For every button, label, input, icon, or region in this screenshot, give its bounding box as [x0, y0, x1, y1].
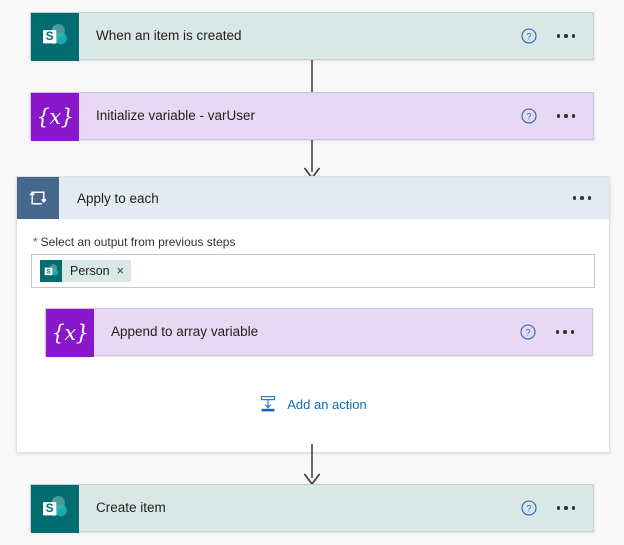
sharepoint-icon: S	[31, 13, 79, 61]
svg-text:?: ?	[526, 504, 531, 514]
svg-text:?: ?	[525, 328, 530, 338]
connector-arrow	[303, 444, 321, 486]
svg-text:?: ?	[526, 32, 531, 42]
ellipsis-icon[interactable]	[553, 500, 580, 516]
flow-scope-apply-to-each[interactable]: Apply to each * Select an output from pr…	[16, 176, 610, 453]
flow-step-title: When an item is created	[96, 29, 242, 43]
svg-text:?: ?	[526, 112, 531, 122]
flow-step-title: Append to array variable	[111, 325, 259, 339]
svg-text:S: S	[46, 502, 54, 515]
add-action-row: Add an action	[31, 356, 595, 452]
ellipsis-icon[interactable]	[553, 108, 580, 124]
scope-actions	[569, 190, 610, 206]
variable-icon: {x}	[31, 93, 79, 141]
flow-step-actions: ?	[519, 324, 593, 340]
flow-step-actions: ?	[520, 28, 594, 44]
scope-header[interactable]: Apply to each	[17, 177, 609, 219]
scope-body: * Select an output from previous steps S	[17, 219, 609, 452]
field-label-row: * Select an output from previous steps	[33, 235, 595, 249]
svg-text:S: S	[46, 268, 51, 275]
sharepoint-icon: S	[31, 485, 79, 533]
scope-title: Apply to each	[77, 190, 159, 206]
variable-glyph: {x}	[51, 320, 89, 345]
flow-step-create-item[interactable]: S Create item ?	[30, 484, 594, 533]
required-asterisk: *	[33, 235, 38, 249]
help-circle-icon[interactable]: ?	[519, 324, 536, 340]
variable-icon: {x}	[46, 309, 94, 357]
svg-text:S: S	[46, 30, 54, 43]
loop-icon	[17, 177, 59, 219]
ellipsis-icon[interactable]	[552, 324, 579, 340]
add-an-action-label: Add an action	[287, 396, 367, 412]
sharepoint-icon: S	[40, 260, 62, 282]
flow-step-initialize-variable[interactable]: {x} Initialize variable - varUser ?	[30, 92, 594, 141]
help-circle-icon[interactable]: ?	[520, 28, 537, 44]
help-circle-icon[interactable]: ?	[520, 108, 537, 124]
flow-step-append-to-array-variable[interactable]: {x} Append to array variable ?	[45, 308, 593, 357]
flow-step-title: Create item	[96, 501, 166, 515]
help-circle-icon[interactable]: ?	[520, 500, 537, 516]
insert-action-icon	[261, 396, 276, 412]
ellipsis-icon[interactable]	[569, 190, 596, 206]
variable-glyph: {x}	[36, 104, 74, 129]
flow-step-actions: ?	[520, 500, 594, 516]
flow-step-when-an-item-is-created[interactable]: S When an item is created ?	[30, 12, 594, 61]
flow-step-actions: ?	[520, 108, 594, 124]
close-icon[interactable]: ×	[116, 263, 124, 278]
token-label: Person	[70, 264, 110, 278]
field-label-text: Select an output from previous steps	[40, 235, 236, 249]
token-chip-person[interactable]: S Person ×	[40, 260, 131, 282]
flow-step-title: Initialize variable - varUser	[96, 109, 256, 123]
output-select-input[interactable]: S Person ×	[31, 254, 595, 288]
add-an-action-button[interactable]: Add an action	[259, 395, 367, 413]
ellipsis-icon[interactable]	[553, 28, 580, 44]
